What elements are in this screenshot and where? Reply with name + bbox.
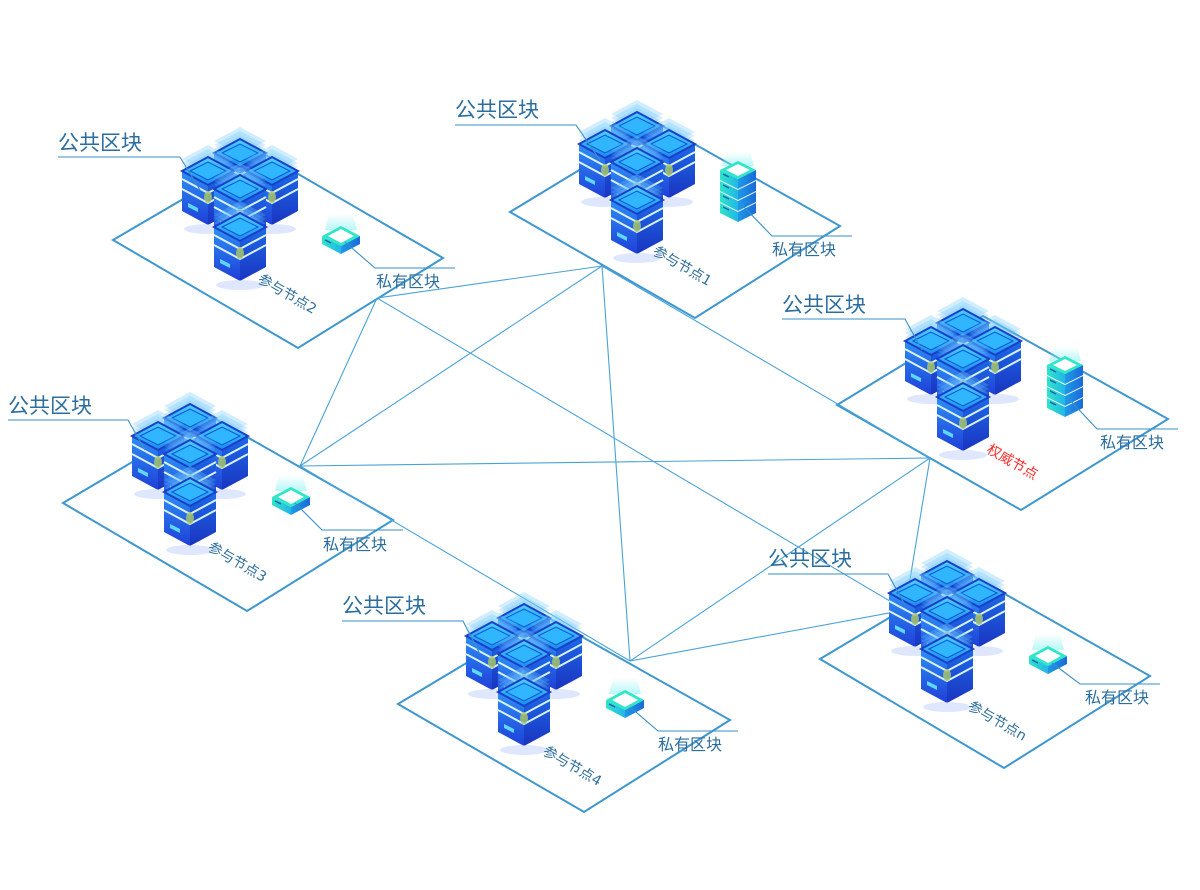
public-block-label: 公共区块 bbox=[342, 594, 426, 618]
private-block-leader-line bbox=[1051, 662, 1160, 685]
network-links bbox=[299, 265, 931, 662]
network-link bbox=[601, 265, 931, 459]
private-block-box-icon bbox=[1029, 634, 1067, 674]
server-cluster-icon bbox=[902, 297, 1024, 460]
network-link bbox=[629, 457, 931, 662]
private-block-label: 私有区块 bbox=[323, 535, 387, 554]
public-block-leader-line bbox=[768, 573, 906, 606]
network-nodes: 公共区块私有区块参与节点2公共区块私有区块参与节点1公共区块私有区块权威节点公共… bbox=[8, 98, 1178, 790]
public-block-label: 公共区块 bbox=[455, 98, 539, 122]
network-link bbox=[376, 265, 603, 299]
public-block-leader-line bbox=[782, 318, 923, 351]
network-link bbox=[601, 265, 631, 662]
network-link bbox=[299, 297, 378, 467]
public-block-label: 公共区块 bbox=[58, 131, 142, 155]
private-block-box-icon bbox=[272, 475, 310, 515]
private-block-leader-line bbox=[1067, 397, 1178, 430]
private-block-leader-line bbox=[629, 706, 738, 732]
private-block-label: 私有区块 bbox=[658, 735, 722, 754]
public-block-leader-line bbox=[8, 419, 146, 451]
server-cluster-icon bbox=[886, 549, 1008, 712]
server-cluster-icon bbox=[179, 127, 301, 290]
server-rack-icon bbox=[720, 152, 756, 222]
public-block-leader-line bbox=[58, 156, 201, 191]
public-block-label: 公共区块 bbox=[768, 547, 852, 571]
server-rack-icon bbox=[1047, 347, 1083, 417]
private-block-leader-line bbox=[344, 241, 455, 269]
private-block-label: 私有区块 bbox=[1100, 433, 1164, 452]
network-link bbox=[629, 609, 906, 662]
network-link bbox=[299, 265, 603, 467]
server-cluster-icon bbox=[463, 592, 585, 755]
public-block-label: 公共区块 bbox=[8, 394, 92, 418]
network-link bbox=[376, 297, 906, 611]
private-block-label: 私有区块 bbox=[772, 240, 836, 259]
server-cluster-icon bbox=[576, 100, 698, 263]
public-block-leader-line bbox=[342, 620, 481, 655]
private-block-box-icon bbox=[322, 214, 360, 254]
private-block-leader-line bbox=[294, 502, 403, 531]
private-block-box-icon bbox=[606, 678, 644, 718]
network-link bbox=[299, 457, 931, 467]
private-block-leader-line bbox=[741, 204, 852, 237]
private-block-label: 私有区块 bbox=[376, 272, 440, 291]
private-block-label: 私有区块 bbox=[1085, 688, 1149, 707]
public-block-label: 公共区块 bbox=[782, 293, 866, 317]
public-block-leader-line bbox=[455, 124, 601, 161]
server-cluster-icon bbox=[129, 392, 251, 555]
